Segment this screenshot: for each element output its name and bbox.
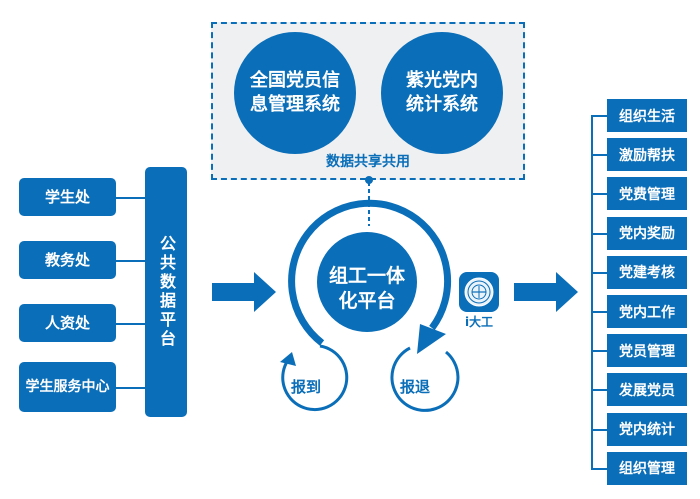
data-sharing-caption: 数据共享共用	[326, 154, 410, 170]
function-label: 党内工作	[619, 304, 675, 321]
connector-line	[116, 197, 145, 199]
function-item: 党费管理	[607, 177, 687, 211]
bracket-tick	[591, 389, 607, 392]
bracket-tick	[591, 154, 607, 157]
core-label-line: 化平台	[338, 290, 396, 312]
check-in-arrowhead-icon	[280, 352, 296, 366]
source-label: 人资处	[44, 313, 90, 332]
bracket-line	[591, 115, 593, 469]
function-label: 组织生活	[619, 108, 675, 125]
core-label-line: 组工一体	[328, 265, 405, 287]
cycle-arc	[288, 199, 452, 346]
bracket-tick	[591, 271, 607, 274]
bracket-tick	[591, 350, 607, 353]
check-out-arc	[390, 346, 460, 412]
bracket-tick	[591, 428, 607, 431]
app-label: i大工	[464, 315, 494, 329]
app-icon-i-dagong[interactable]	[459, 272, 499, 312]
function-item: 党内统计	[607, 412, 687, 446]
connector-line	[116, 323, 145, 325]
bracket-tick	[591, 232, 607, 235]
function-label: 党费管理	[619, 186, 675, 203]
function-label: 党内统计	[619, 422, 675, 439]
flow-arrow-right-icon	[514, 272, 578, 312]
source-label: 学生处	[44, 187, 90, 206]
bracket-tick	[591, 115, 607, 117]
check-in-arc	[281, 344, 349, 412]
bracket-tick	[591, 467, 607, 470]
function-item: 激励帮扶	[607, 138, 687, 172]
core-platform-label: 组工一体 化平台	[317, 264, 417, 314]
check-in-label: 报到	[290, 378, 321, 396]
source-label: 教务处	[44, 250, 90, 269]
connector-line	[116, 260, 145, 262]
core-platform-circle	[317, 232, 417, 332]
source-box-student-service-center: 学生服务中心	[19, 362, 116, 412]
connector-dot	[365, 176, 373, 184]
source-box-academic-office: 教务处	[19, 241, 116, 279]
cycle-arrowhead-icon	[417, 324, 446, 354]
function-label: 党内奖励	[619, 226, 675, 243]
function-item: 发展党员	[607, 373, 687, 407]
system-label-line: 紫光党内	[406, 70, 478, 91]
function-item: 组织生活	[607, 99, 687, 132]
function-label: 发展党员	[619, 382, 675, 399]
function-label: 党建考核	[619, 265, 675, 282]
source-box-hr-office: 人资处	[19, 304, 116, 342]
function-item: 组织管理	[607, 451, 687, 485]
system-label-line: 息管理系统	[250, 94, 340, 115]
function-item: 党内奖励	[607, 216, 687, 250]
public-platform-label: 公共数据平台	[157, 235, 176, 349]
function-item: 党内工作	[607, 295, 687, 328]
bracket-tick	[591, 311, 607, 313]
function-item: 党建考核	[607, 255, 687, 289]
source-label: 学生服务中心	[25, 378, 110, 395]
system-circle-national-member-info: 全国党员信息管理系统	[234, 32, 356, 154]
function-label: 党员管理	[619, 343, 675, 360]
public-data-platform: 公共数据平台	[145, 167, 187, 417]
system-circle-unis-party-stats: 紫光党内统计系统	[381, 32, 503, 154]
check-out-label: 报退	[399, 378, 430, 396]
function-label: 组织管理	[619, 461, 675, 478]
bracket-tick	[591, 193, 607, 196]
system-label-line: 全国党员信	[250, 70, 340, 91]
source-box-student-office: 学生处	[19, 178, 116, 216]
system-label-line: 统计系统	[406, 94, 478, 115]
core-cycle-graphic	[280, 176, 460, 412]
flow-arrow-right-icon	[212, 272, 276, 312]
connector-line	[116, 387, 145, 389]
university-seal-icon	[464, 277, 494, 307]
function-label: 激励帮扶	[619, 147, 675, 164]
function-item: 党员管理	[607, 334, 687, 368]
